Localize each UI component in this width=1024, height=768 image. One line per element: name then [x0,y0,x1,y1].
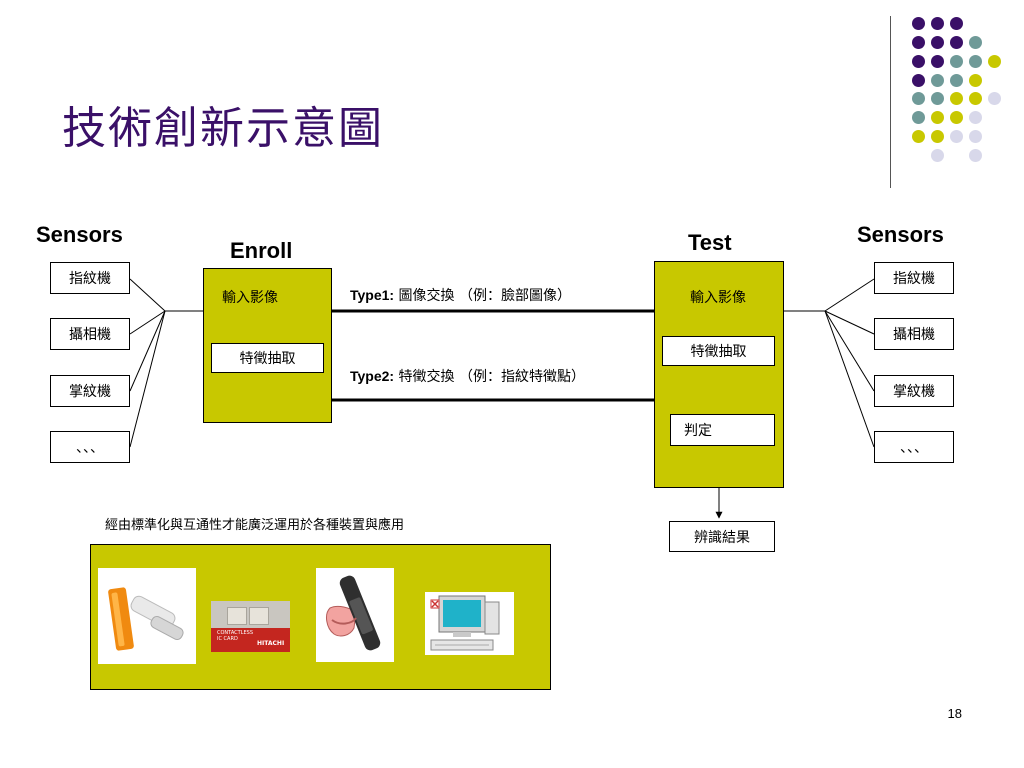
test-decide-box: 判定 [670,414,775,446]
test-input-label: 輸入影像 [690,290,746,306]
sensor-box-left-fingerprint: 指紋機 [50,262,130,294]
sensor-box-right-etc: 、、、 [874,431,954,463]
sensor-box-left-camera: 攝相機 [50,318,130,350]
ic-card-text: CONTACTLESS IC CARD [217,630,254,642]
type2-prefix: Type2: [350,368,395,384]
computer-image [425,592,514,655]
ic-card-brand: HITACHI [257,640,285,647]
phone-image [316,568,394,662]
enroll-label: Enroll [230,238,293,263]
test-feature-box: 特徵抽取 [662,336,775,366]
left-sensors-label: Sensors [36,222,123,247]
page-title: 技術創新示意圖 [62,103,384,154]
enroll-feature-box: 特徵抽取 [211,343,324,373]
type1-label: Type1: 圖像交換 （例：臉部圖像） [350,285,571,305]
type1-prefix: Type1: [350,287,395,303]
test-panel [654,261,784,488]
ic-card-image: CONTACTLESS IC CARD HITACHI [211,601,290,652]
sensor-box-right-fingerprint: 指紋機 [874,262,954,294]
result-box: 辨識結果 [669,521,775,552]
type2-text: 特徵交換 （例：指紋特徵點） [398,369,585,385]
sensor-box-right-palm: 掌紋機 [874,375,954,407]
type2-label: Type2: 特徵交換 （例：指紋特徵點） [350,366,585,386]
enroll-input-label: 輸入影像 [222,290,278,306]
sensor-box-left-palm: 掌紋機 [50,375,130,407]
type1-text: 圖像交換 （例：臉部圖像） [398,288,571,304]
test-label: Test [688,230,732,255]
sensor-box-right-camera: 攝相機 [874,318,954,350]
usb-drive-image [98,568,196,664]
right-sensors-label: Sensors [857,222,944,247]
divider-line [890,16,891,188]
applications-caption: 經由標準化與互通性才能廣泛運用於各種裝置與應用 [105,518,405,533]
sensor-box-left-etc: 、、、 [50,431,130,463]
page-number: 18 [947,706,962,721]
